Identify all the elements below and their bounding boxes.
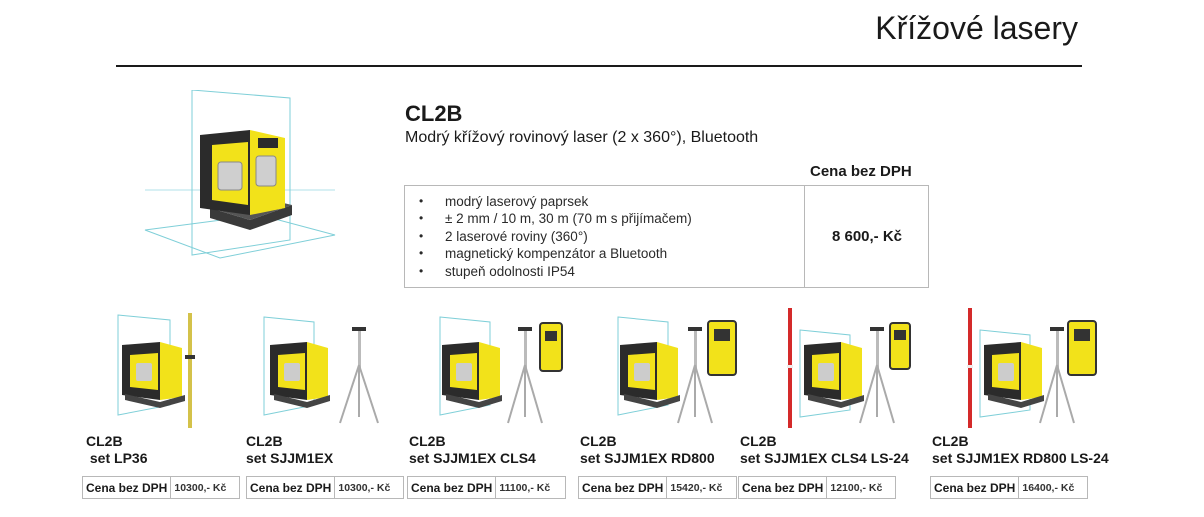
set-name: CL2B set SJJM1EX CLS4 <box>409 433 536 466</box>
set-image-sjjm1ex-cls4 <box>439 316 563 424</box>
set-price: 16400,- Kč <box>1018 477 1077 498</box>
spec-item: 2 laserové roviny (360°) <box>415 228 692 246</box>
set-price-cell: Cena bez DPH 15420,- Kč <box>578 476 737 499</box>
product-description: Modrý křížový rovinový laser (2 x 360°),… <box>405 129 759 146</box>
set-price: 10300,- Kč <box>334 477 393 498</box>
set-name: CL2B set LP36 <box>86 433 148 466</box>
set-price-cell: Cena bez DPH 16400,- Kč <box>930 476 1088 499</box>
set-image-sjjm1ex-cls4-ls24 <box>787 308 911 428</box>
set-name: CL2B set SJJM1EX CLS4 LS-24 <box>740 433 909 466</box>
laser-product-image <box>144 90 336 259</box>
spec-item: magnetický kompenzátor a Bluetooth <box>415 245 692 263</box>
set-image-sjjm1ex-rd800 <box>617 316 737 424</box>
set-image-sjjm1ex-rd800-ls24 <box>967 308 1097 428</box>
set-price: 11100,- Kč <box>495 477 553 498</box>
spec-item: modrý laserový paprsek <box>415 193 692 211</box>
page-title: Křížové lasery <box>875 10 1078 46</box>
product-name: CL2B <box>405 101 463 126</box>
set-price-cell: Cena bez DPH 10300,- Kč <box>246 476 404 499</box>
spec-item: stupeň odolnosti IP54 <box>415 263 692 281</box>
spec-table: modrý laserový paprsek ± 2 mm / 10 m, 30… <box>404 185 929 288</box>
set-price: 15420,- Kč <box>666 477 725 498</box>
title-divider <box>116 65 1082 67</box>
spec-divider <box>804 186 805 287</box>
set-name: CL2B set SJJM1EX RD800 <box>580 433 715 466</box>
price-header: Cena bez DPH <box>810 163 912 180</box>
laser-unit <box>200 130 292 230</box>
set-price: 10300,- Kč <box>170 477 229 498</box>
product-price: 8 600,- Kč <box>831 228 903 245</box>
set-image-sjjm1ex <box>263 316 379 424</box>
set-price-cell: Cena bez DPH 11100,- Kč <box>407 476 566 499</box>
set-price: 12100,- Kč <box>826 477 885 498</box>
spec-list: modrý laserový paprsek ± 2 mm / 10 m, 30… <box>415 193 692 280</box>
set-name: CL2B set SJJM1EX RD800 LS-24 <box>932 433 1109 466</box>
spec-item: ± 2 mm / 10 m, 30 m (70 m s přijímačem) <box>415 210 692 228</box>
set-image-lp36 <box>117 313 195 428</box>
set-name: CL2B set SJJM1EX <box>246 433 334 466</box>
set-price-cell: Cena bez DPH 12100,- Kč <box>738 476 896 499</box>
set-price-cell: Cena bez DPH 10300,- Kč <box>82 476 240 499</box>
